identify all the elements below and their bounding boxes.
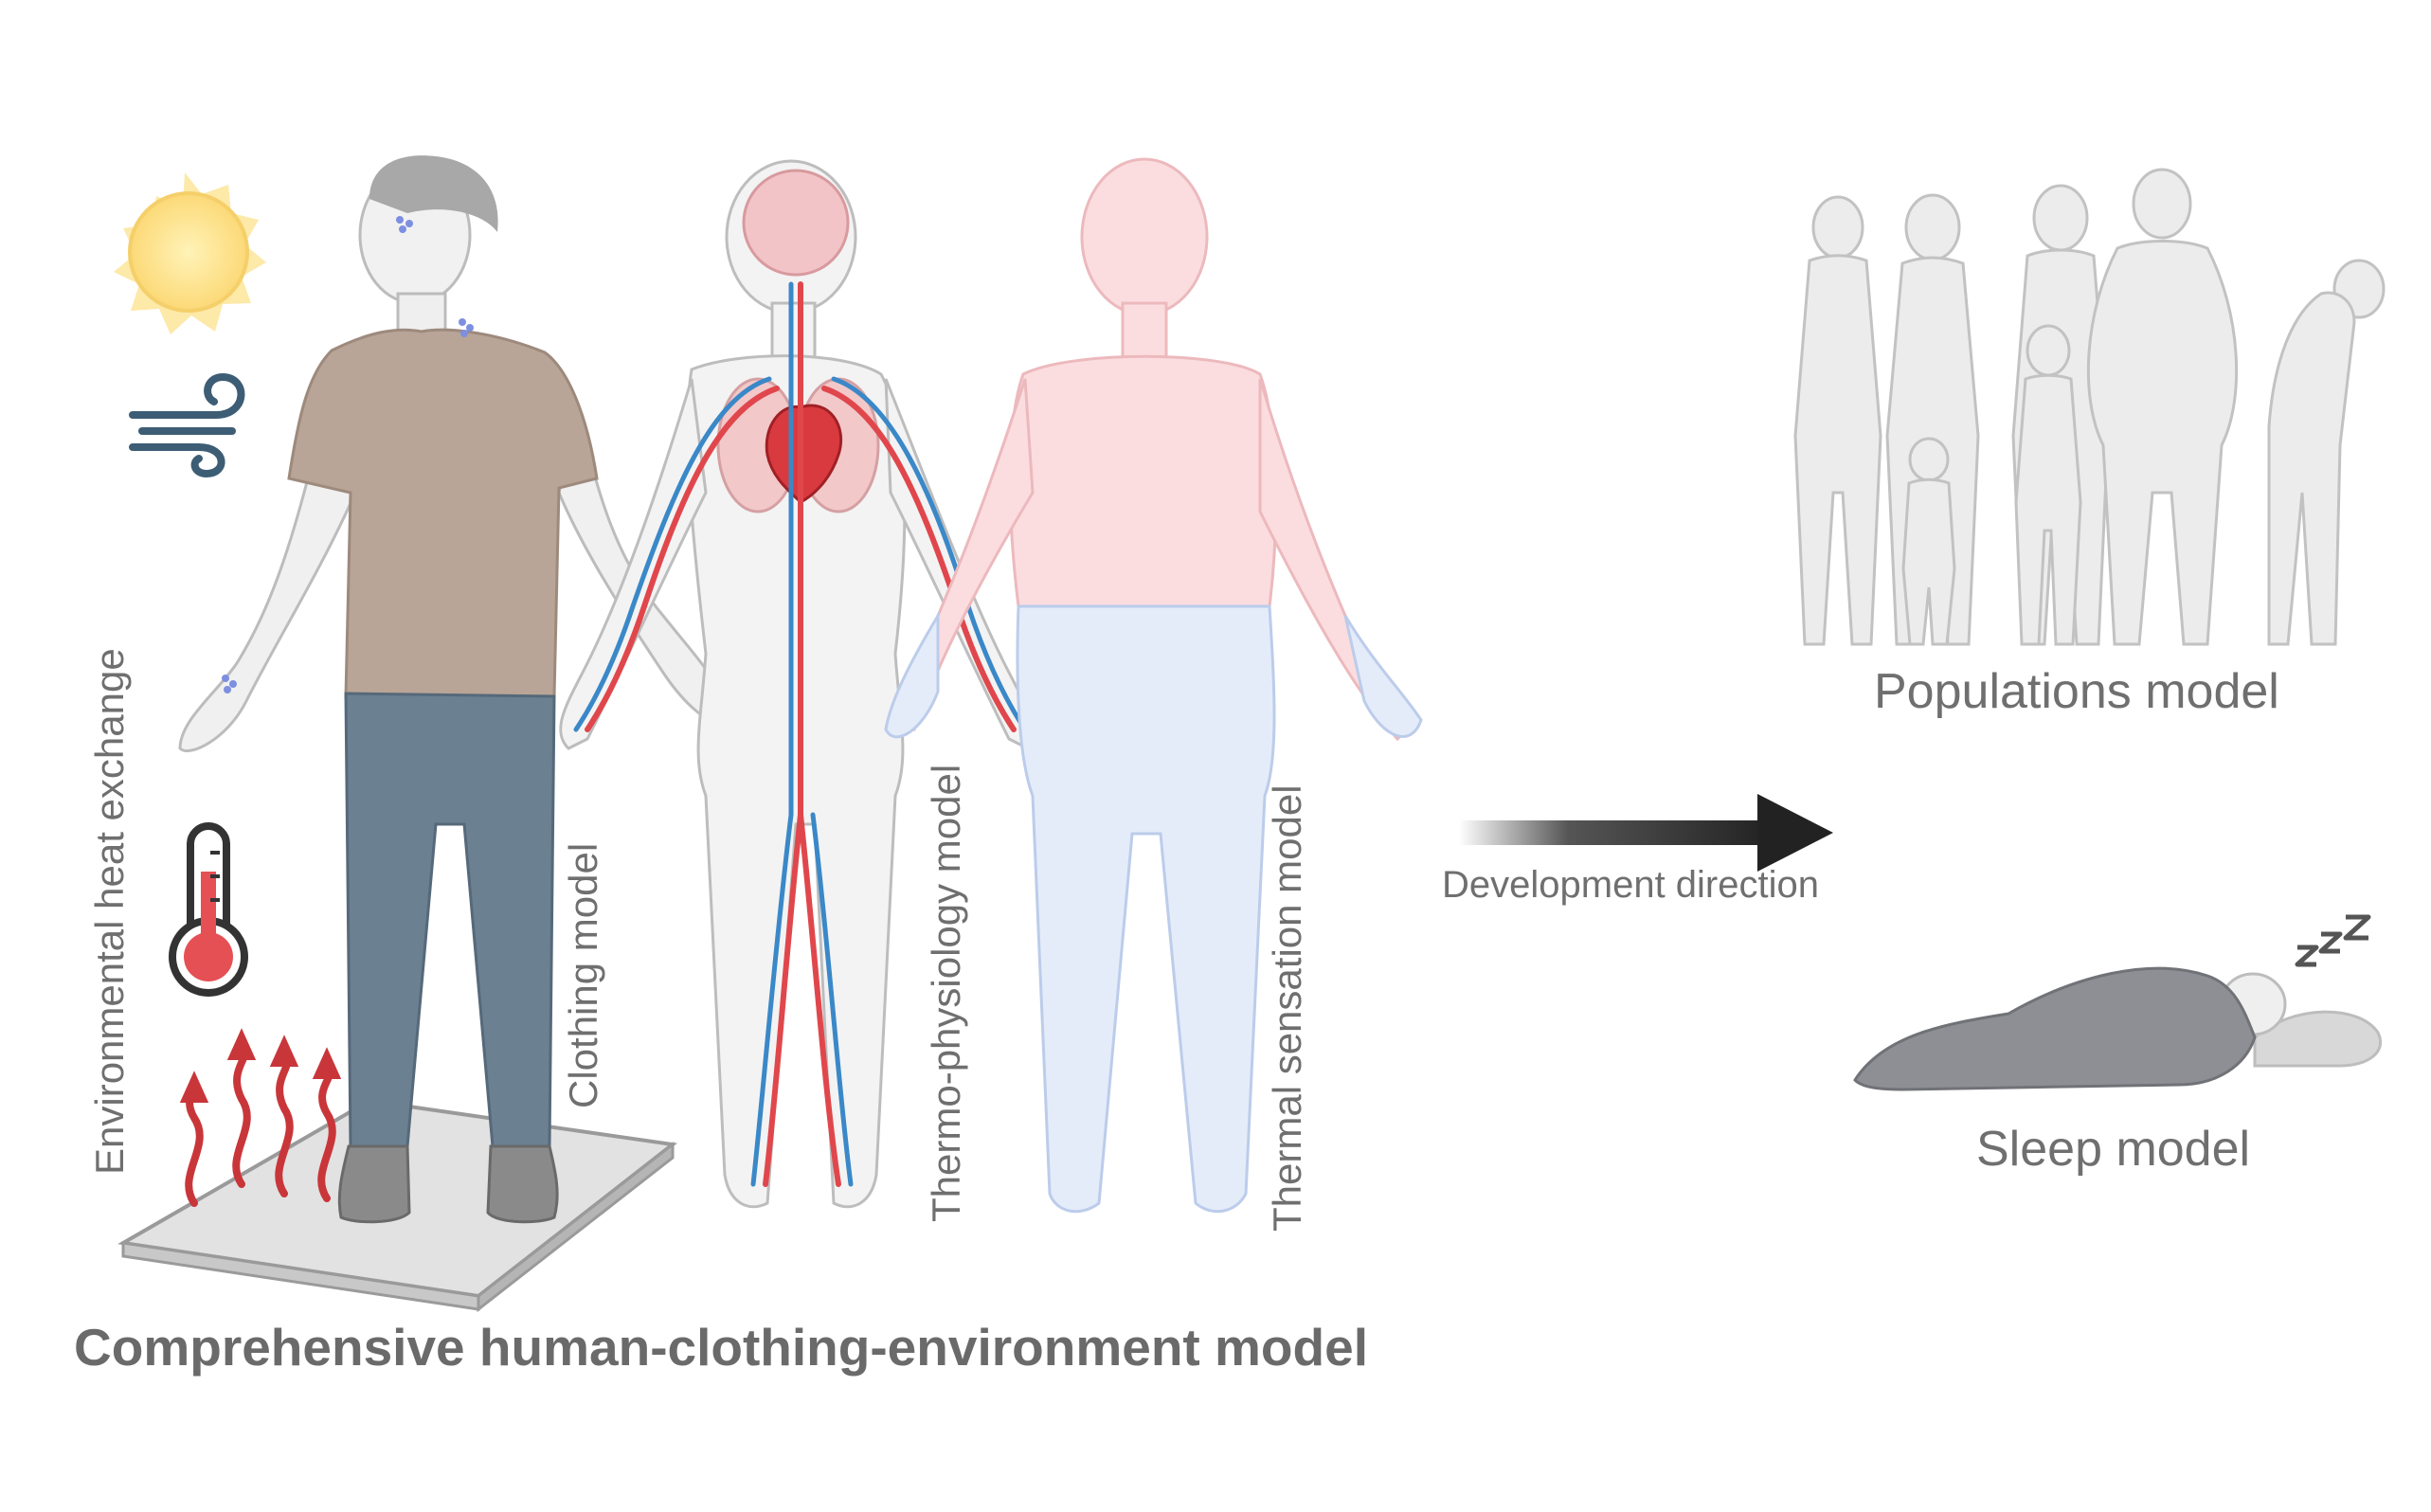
- population-adult-4: [2086, 168, 2239, 646]
- sun-icon: [114, 172, 266, 334]
- population-toddler: [1901, 437, 1956, 646]
- population-adult-1: [1793, 195, 1882, 646]
- population-child: [2014, 324, 2082, 646]
- clothing-model-label: Clothing model: [561, 842, 605, 1108]
- sleep-model-label: Sleep model: [1976, 1122, 2251, 1177]
- populations-model-label: Populations model: [1874, 664, 2279, 719]
- development-direction-label: Development direction: [1442, 864, 1819, 906]
- clothed-person-figure: [178, 155, 728, 1224]
- populations-figures: [1793, 168, 2386, 646]
- sleep-figure: [1853, 914, 2382, 1091]
- wind-icon: [129, 372, 245, 478]
- heat-waves-icon: [179, 1028, 342, 1207]
- development-arrow: [1459, 794, 1833, 872]
- thermometer-icon: [169, 822, 248, 997]
- sleep-zzz-icon: [2295, 914, 2371, 967]
- population-elder: [2267, 259, 2386, 646]
- environmental-heat-exchange-label: Environmental heat exchange: [87, 648, 132, 1175]
- vascular-body-figure: [559, 159, 1035, 1209]
- thermo-physiology-model-label: Thermo-physiology model: [924, 764, 968, 1222]
- thermal-sensation-figure: [884, 157, 1423, 1214]
- main-title: Comprehensive human-clothing-environment…: [74, 1318, 1368, 1377]
- thermal-sensation-model-label: Thermal sensation model: [1265, 784, 1309, 1232]
